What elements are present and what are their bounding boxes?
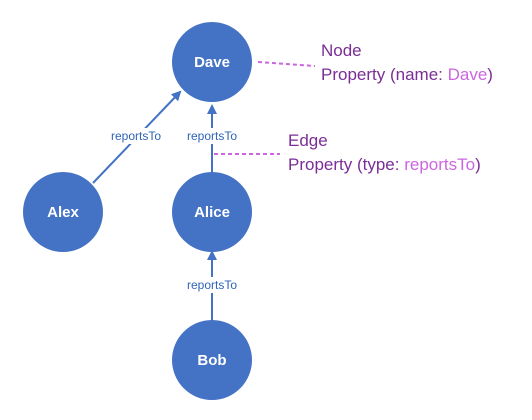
node-bob: Bob	[172, 320, 252, 400]
node-alex: Alex	[23, 172, 103, 252]
edge-annotation-title: Edge	[288, 131, 328, 150]
node-label-alice: Alice	[194, 204, 230, 221]
node-annotation-title: Node	[321, 41, 362, 60]
node-annotation-value: Dave	[448, 65, 488, 84]
edge-label-alice-to-dave: reportsTo	[187, 129, 237, 143]
node-label-dave: Dave	[194, 54, 230, 71]
node-alice: Alice	[172, 172, 252, 252]
edge-annotation-value: reportsTo	[404, 155, 475, 174]
edge-label-alex-to-dave: reportsTo	[111, 129, 161, 143]
node-annotation: Node Property (name: Dave)	[321, 41, 493, 84]
node-dave: Dave	[172, 22, 252, 102]
edge-label-bob-to-alice: reportsTo	[187, 278, 237, 292]
edge-annotation: Edge Property (type: reportsTo)	[288, 131, 481, 174]
edge-annotation-property: Property (type: reportsTo)	[288, 155, 481, 174]
node-label-bob: Bob	[197, 352, 226, 369]
node-annotation-property: Property (name: Dave)	[321, 65, 493, 84]
node-annotation-connector	[257, 61, 316, 67]
node-label-alex: Alex	[47, 204, 79, 221]
